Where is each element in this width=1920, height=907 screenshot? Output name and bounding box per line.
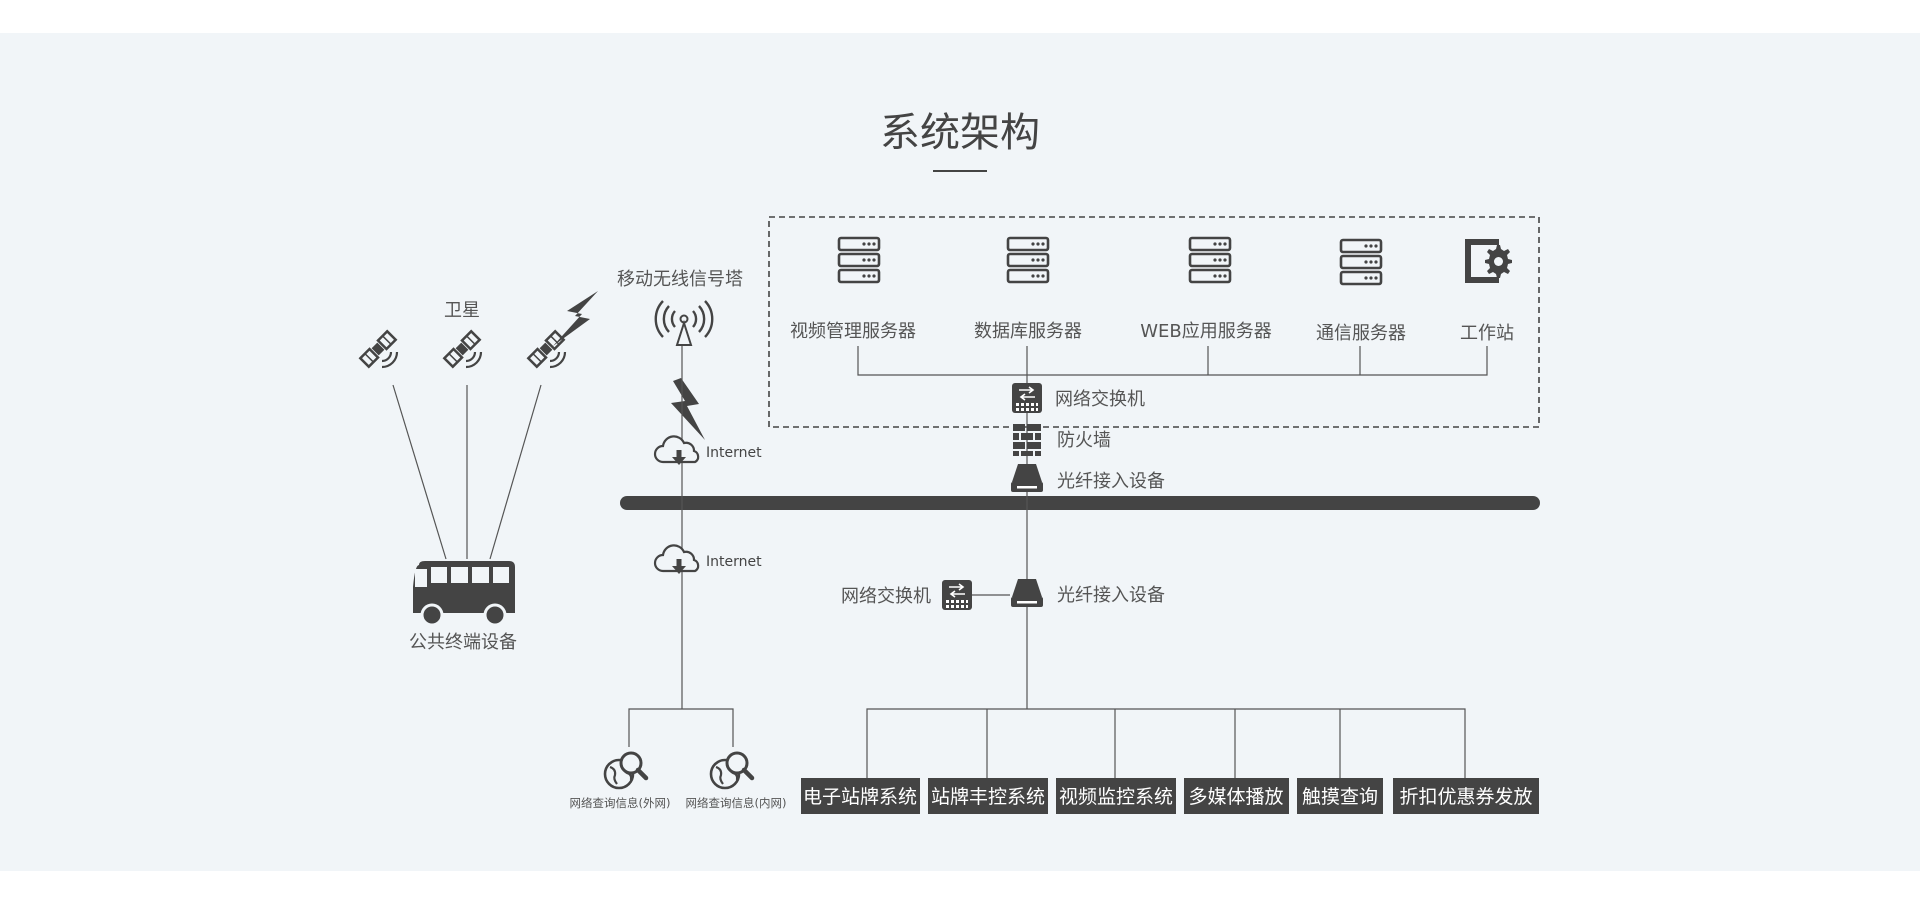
- firewall-icon: [1013, 424, 1041, 456]
- server-icon: [1006, 236, 1050, 284]
- bus-icon: [413, 561, 515, 627]
- lightning-icon: [553, 291, 598, 346]
- svg-text:视频监控系统: 视频监控系统: [1059, 786, 1173, 808]
- satellite-icon: [359, 330, 399, 369]
- satellite-link: [392, 384, 447, 560]
- network-backbone: [620, 496, 1540, 510]
- svg-text:触摸查询: 触摸查询: [1302, 786, 1378, 808]
- svg-text:多媒体播放: 多媒体播放: [1188, 786, 1283, 808]
- cloud-download-icon: [653, 544, 700, 576]
- workstation-gear-icon: [1465, 239, 1512, 283]
- server-icon: [837, 236, 881, 284]
- svg-text:站牌丰控系统: 站牌丰控系统: [931, 786, 1045, 808]
- server-label: 视频管理服务器: [790, 321, 916, 342]
- server-icon: [1188, 236, 1232, 284]
- satellite-icon: [527, 330, 567, 369]
- query-label-internal: 网络查询信息(内网): [686, 796, 787, 810]
- system-box: 视频监控系统: [1056, 778, 1176, 814]
- core-fiber-label: 光纤接入设备: [1057, 471, 1165, 492]
- server-zone-frame: [768, 216, 1540, 428]
- edge-switch-label: 网络交换机: [841, 586, 931, 607]
- svg-text:折扣优惠券发放: 折扣优惠券发放: [1399, 786, 1532, 808]
- page-title: 系统架构: [880, 110, 1040, 156]
- satellite-link: [489, 384, 542, 560]
- core-switch-label: 网络交换机: [1055, 389, 1145, 410]
- server-label: 通信服务器: [1316, 323, 1406, 344]
- lightning-icon: [671, 378, 705, 440]
- system-box: 电子站牌系统: [801, 778, 920, 814]
- globe-search-icon: [711, 753, 752, 788]
- architecture-diagram: 系统架构 卫星 公共终端设备 移动无线信号塔 Internet Internet: [359, 110, 1540, 814]
- query-label-external: 网络查询信息(外网): [570, 796, 671, 810]
- signal-tower-icon: [654, 300, 714, 346]
- network-switch-icon: [1011, 382, 1043, 414]
- satellite-label: 卫星: [444, 300, 480, 321]
- satellite-icon: [443, 330, 483, 369]
- svg-text:电子站牌系统: 电子站牌系统: [803, 786, 917, 808]
- cloud-download-icon: [653, 435, 700, 467]
- globe-search-icon: [605, 753, 646, 788]
- fiber-access-icon: [1011, 464, 1043, 492]
- system-box: 折扣优惠券发放: [1393, 778, 1539, 814]
- tower-label: 移动无线信号塔: [617, 269, 743, 290]
- edge-fiber-label: 光纤接入设备: [1057, 585, 1165, 606]
- firewall-label: 防火墙: [1057, 430, 1111, 451]
- system-box: 多媒体播放: [1184, 778, 1289, 814]
- internet-top-label: Internet: [706, 445, 762, 461]
- server-icon: [1339, 238, 1383, 286]
- query-branch: [628, 708, 734, 747]
- network-switch-icon: [941, 579, 973, 611]
- terminal-label: 公共终端设备: [409, 632, 517, 653]
- fiber-access-icon: [1011, 579, 1043, 607]
- system-box: 触摸查询: [1297, 778, 1383, 814]
- server-bus: [857, 346, 1488, 376]
- server-label: 工作站: [1460, 323, 1514, 344]
- internet-bottom-label: Internet: [706, 554, 762, 570]
- diagram-stage: 系统架构 卫星 公共终端设备 移动无线信号塔 Internet Internet: [0, 33, 1920, 871]
- systems-bus: [866, 708, 1466, 780]
- server-label: WEB应用服务器: [1140, 321, 1272, 342]
- system-box: 站牌丰控系统: [928, 778, 1048, 814]
- server-label: 数据库服务器: [974, 321, 1082, 342]
